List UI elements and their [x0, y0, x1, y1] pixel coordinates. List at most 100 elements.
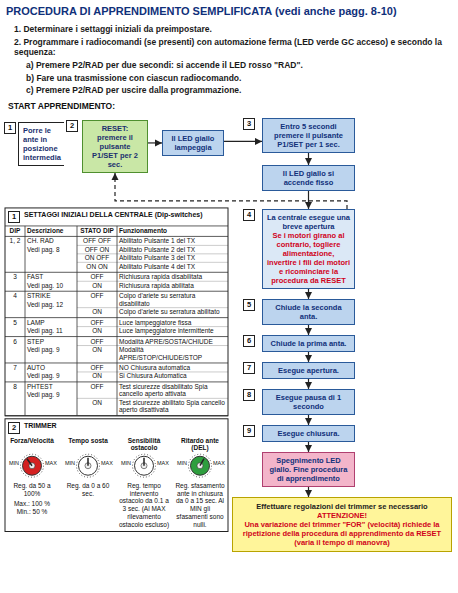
table-rule — [77, 345, 228, 346]
trimmer-note: Max.: 100 % Min.: 50 % — [6, 500, 58, 516]
warning-box: Effettuare regolazioni dei trimmer se ne… — [232, 497, 452, 552]
warning-text: Se i motori girano al contrario, toglier… — [267, 231, 350, 285]
flow-arrow — [308, 289, 309, 299]
table-rule — [5, 336, 228, 337]
table-cell: Colpo d'ariete su serratura abilitato — [119, 308, 226, 315]
table-header: Funzionamento — [119, 227, 226, 234]
scale-label: MAX — [45, 460, 59, 466]
table-rule — [77, 398, 228, 399]
table-cell: OFF — [79, 292, 115, 299]
trimmer-knob — [133, 454, 156, 477]
step-number: 8 — [243, 389, 255, 401]
table-cell: 7 — [7, 364, 23, 371]
table-rule — [5, 236, 228, 237]
trimmer-label: Ritardo ante (DEL) — [174, 437, 226, 452]
table-cell: 4 — [7, 292, 23, 299]
flow-arrow — [308, 415, 309, 425]
table-cell: Abilitato Pulsante 3 del TX — [119, 254, 226, 261]
page-title: PROCEDURA DI APPRENDIMENTO SEMPLIFICATA … — [6, 5, 452, 18]
table-cell: Abilitato Pulsante 2 del TX — [119, 246, 226, 253]
table-rule — [77, 253, 228, 254]
step-text: Esegue chiusura. — [267, 429, 350, 438]
trimmer-label: Sensibilità ostacolo — [118, 437, 170, 452]
trimmer-knobs — [21, 454, 212, 477]
step-number: 1 — [4, 122, 16, 134]
scale-label: MIN — [118, 460, 131, 466]
step-text: Esegue pausa di 1 secondo — [267, 393, 350, 411]
trimmer-label: Forza/Velocità — [6, 437, 58, 444]
table-cell: Luce lampeggiatore intermittente — [119, 327, 226, 334]
table-cell: Modalità APRE/SOSTA/CHIUDE — [119, 338, 226, 345]
table-cell: 6 — [7, 338, 23, 345]
step-text: Effettuare regolazioni dei trimmer se ne… — [239, 502, 445, 511]
table-grid — [5, 208, 228, 532]
table-cell: STEP — [27, 338, 75, 345]
trimmer-label: Tempo sosta — [62, 437, 114, 444]
table-header: Descrizione — [27, 227, 75, 234]
table-cell: Vedi pag. 9 — [27, 372, 75, 379]
table-cell: Si Chiusura Automatica — [119, 372, 226, 379]
table-frame — [5, 208, 228, 416]
table-rule — [117, 226, 118, 416]
table-rule — [25, 226, 26, 416]
table-cell: Richiusura rapida disabilitata — [119, 273, 226, 280]
process-box: 2RESET: premere il pulsante P1/SET per 2… — [82, 120, 148, 173]
step-number: 9 — [243, 425, 255, 437]
table-cell: Richiusura rapida abilitata — [119, 282, 226, 289]
table-cell: ON — [79, 399, 115, 406]
table-cell: OFF — [79, 364, 115, 371]
step-text: Spegnimento LED giallo. Fine procedura d… — [267, 456, 350, 483]
section-title: SETTAGGI INIZIALI DELLA CENTRALE (Dip-sw… — [24, 211, 224, 219]
instruction-text: 2. Programmare i radiocomandi (se presen… — [14, 37, 450, 58]
warning-text: Una variazione del trimmer "FOR" (veloci… — [239, 520, 445, 547]
step-text: La centrale esegue una breve apertura — [267, 213, 350, 231]
step-number: 2 — [66, 120, 78, 132]
table-cell: Colpo d'ariete su serratura disabilitato — [119, 292, 226, 307]
table-cell: Test sicurezze abilitato Spia cancello a… — [119, 399, 226, 414]
table-rule — [77, 281, 228, 282]
table-rule — [5, 291, 228, 292]
table-cell: ON — [79, 346, 115, 353]
trimmer-frame — [5, 419, 228, 532]
table-header: STATO DIP — [79, 227, 115, 234]
step-note: 1Porre le ante in posizione intermedia — [18, 122, 64, 166]
scale-label: MIN — [6, 460, 19, 466]
scale-label: MAX — [157, 460, 171, 466]
table-cell: ON — [79, 327, 115, 334]
table-cell: Vedi pag. 11 — [27, 327, 75, 334]
table-cell: ON — [79, 372, 115, 379]
flow-arrow — [148, 142, 162, 143]
process-box: 7Esegue apertura. — [262, 362, 355, 379]
status-box: Il LED giallo lampeggia — [162, 130, 224, 156]
status-box: Il LED giallo si accende fisso — [262, 165, 355, 191]
table-rule — [77, 371, 228, 372]
flow-arrow — [308, 153, 309, 165]
trimmer-note: Reg. da 0 a 60 sec. — [62, 482, 114, 498]
flow-arrow — [308, 379, 309, 389]
step-text: Entro 5 secondi premere il pulsante P1/S… — [267, 122, 350, 149]
table-cell: NO Chiusura automatica — [119, 364, 226, 371]
trimmer-note: Reg. tempo intervento ostacolo da 0.1 a … — [118, 482, 170, 529]
table-cell: OFF — [79, 319, 115, 326]
instruction-text: a) Premere P2/RAD per due secondi: si ac… — [26, 60, 450, 71]
process-box: 4La centrale esegue una breve aperturaSe… — [262, 209, 355, 289]
table-rule — [77, 226, 78, 416]
trimmer-knob — [189, 454, 212, 477]
step-number: 7 — [243, 362, 255, 374]
table-cell: Abilitato Pulsante 4 del TX — [119, 263, 226, 270]
table-rule — [5, 381, 228, 382]
end-box: Spegnimento LED giallo. Fine procedura d… — [262, 452, 355, 487]
table-rule — [5, 225, 228, 226]
trimmer-note: Reg. da 50 a 100% — [6, 482, 58, 498]
table-cell: Test sicurezze disabilitato Spia cancell… — [119, 383, 226, 398]
step-text: Esegue apertura. — [267, 366, 350, 375]
table-rule — [5, 272, 228, 273]
table-cell: ON OFF — [79, 254, 115, 261]
table-cell: LAMP — [27, 319, 75, 326]
step-text: RESET: premere il pulsante P1/SET per 2 … — [87, 124, 143, 169]
table-cell: OFF — [79, 273, 115, 280]
table-cell: ON — [79, 282, 115, 289]
flow-arrow — [308, 325, 309, 335]
process-box: 3Entro 5 secondi premere il pulsante P1/… — [262, 118, 355, 153]
scale-label: MIN — [62, 460, 75, 466]
